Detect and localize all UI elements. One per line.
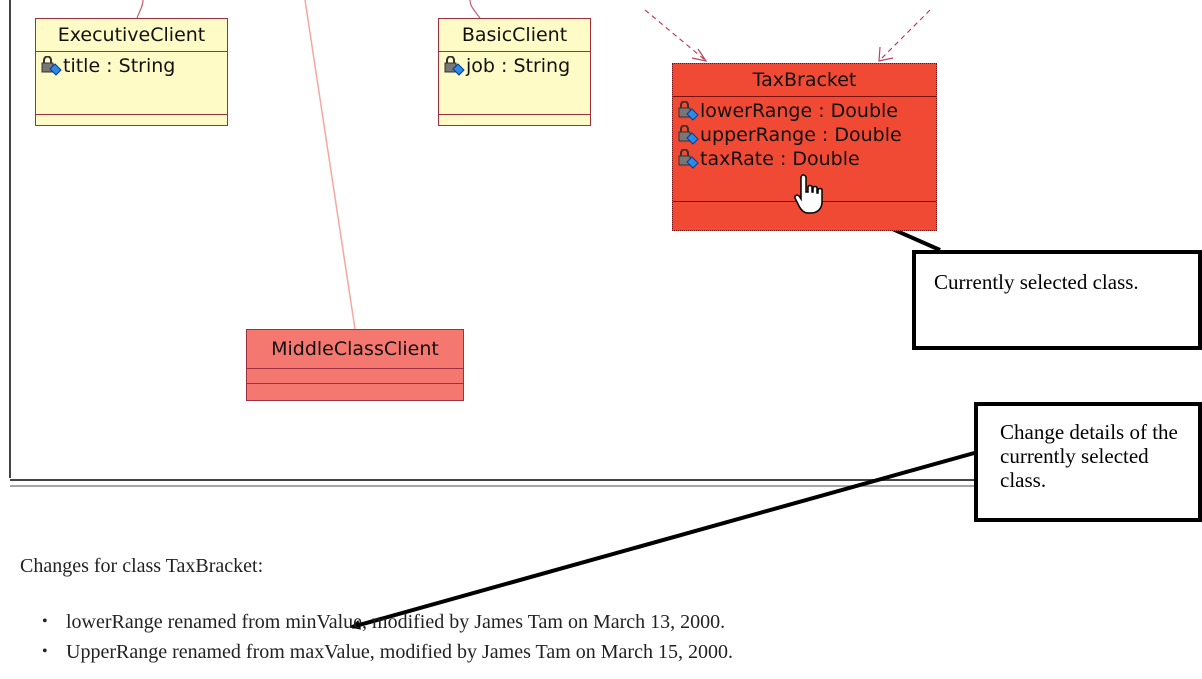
- attribute-row[interactable]: taxRate : Double: [677, 147, 932, 171]
- callout-change-details: Change details of the currently selected…: [974, 402, 1202, 522]
- class-basic-client[interactable]: BasicClient job : String: [438, 18, 591, 126]
- callout-arrow-details: [350, 448, 986, 630]
- hand-pointer-icon: [794, 174, 823, 214]
- changes-heading: Changes for class TaxBracket:: [20, 555, 264, 577]
- change-item: lowerRange renamed from minValue, modifi…: [40, 607, 733, 637]
- attribute-text: upperRange : Double: [700, 124, 902, 146]
- attribute-row[interactable]: title : String: [40, 54, 223, 78]
- attribute-text: taxRate : Double: [700, 148, 860, 170]
- class-name: BasicClient: [439, 19, 590, 52]
- attribute-row[interactable]: upperRange : Double: [677, 123, 932, 147]
- attribute-row[interactable]: lowerRange : Double: [677, 99, 932, 123]
- dependency-arrow-right: [879, 9, 931, 61]
- lock-attribute-icon: [41, 56, 62, 76]
- class-middle-class-client[interactable]: MiddleClassClient: [246, 329, 464, 401]
- dependency-arrowhead-left: [691, 48, 708, 62]
- association-line: [304, 0, 356, 330]
- connector-stub-executive: [136, 0, 144, 19]
- lock-attribute-icon: [444, 56, 465, 76]
- attribute-row[interactable]: job : String: [443, 54, 586, 78]
- change-item: UpperRange renamed from maxValue, modifi…: [40, 637, 733, 667]
- dependency-arrow-left: [644, 9, 706, 61]
- class-name: MiddleClassClient: [247, 330, 463, 369]
- callout-text: Change details of the currently selected…: [1000, 420, 1178, 492]
- dependency-arrowhead-right: [878, 46, 894, 62]
- lock-attribute-icon: [678, 125, 699, 145]
- lock-attribute-icon: [678, 149, 699, 169]
- connector-stub-basic: [469, 0, 481, 19]
- callout-text: Currently selected class.: [934, 270, 1139, 294]
- attribute-text: job : String: [466, 55, 571, 77]
- callout-currently-selected: Currently selected class.: [912, 250, 1202, 350]
- class-name: TaxBracket: [673, 64, 936, 97]
- class-executive-client[interactable]: ExecutiveClient title : String: [35, 18, 228, 126]
- attribute-text: title : String: [63, 55, 176, 77]
- lock-attribute-icon: [678, 101, 699, 121]
- attribute-text: lowerRange : Double: [700, 100, 898, 122]
- changes-list: lowerRange renamed from minValue, modifi…: [40, 607, 733, 667]
- class-name: ExecutiveClient: [36, 19, 227, 52]
